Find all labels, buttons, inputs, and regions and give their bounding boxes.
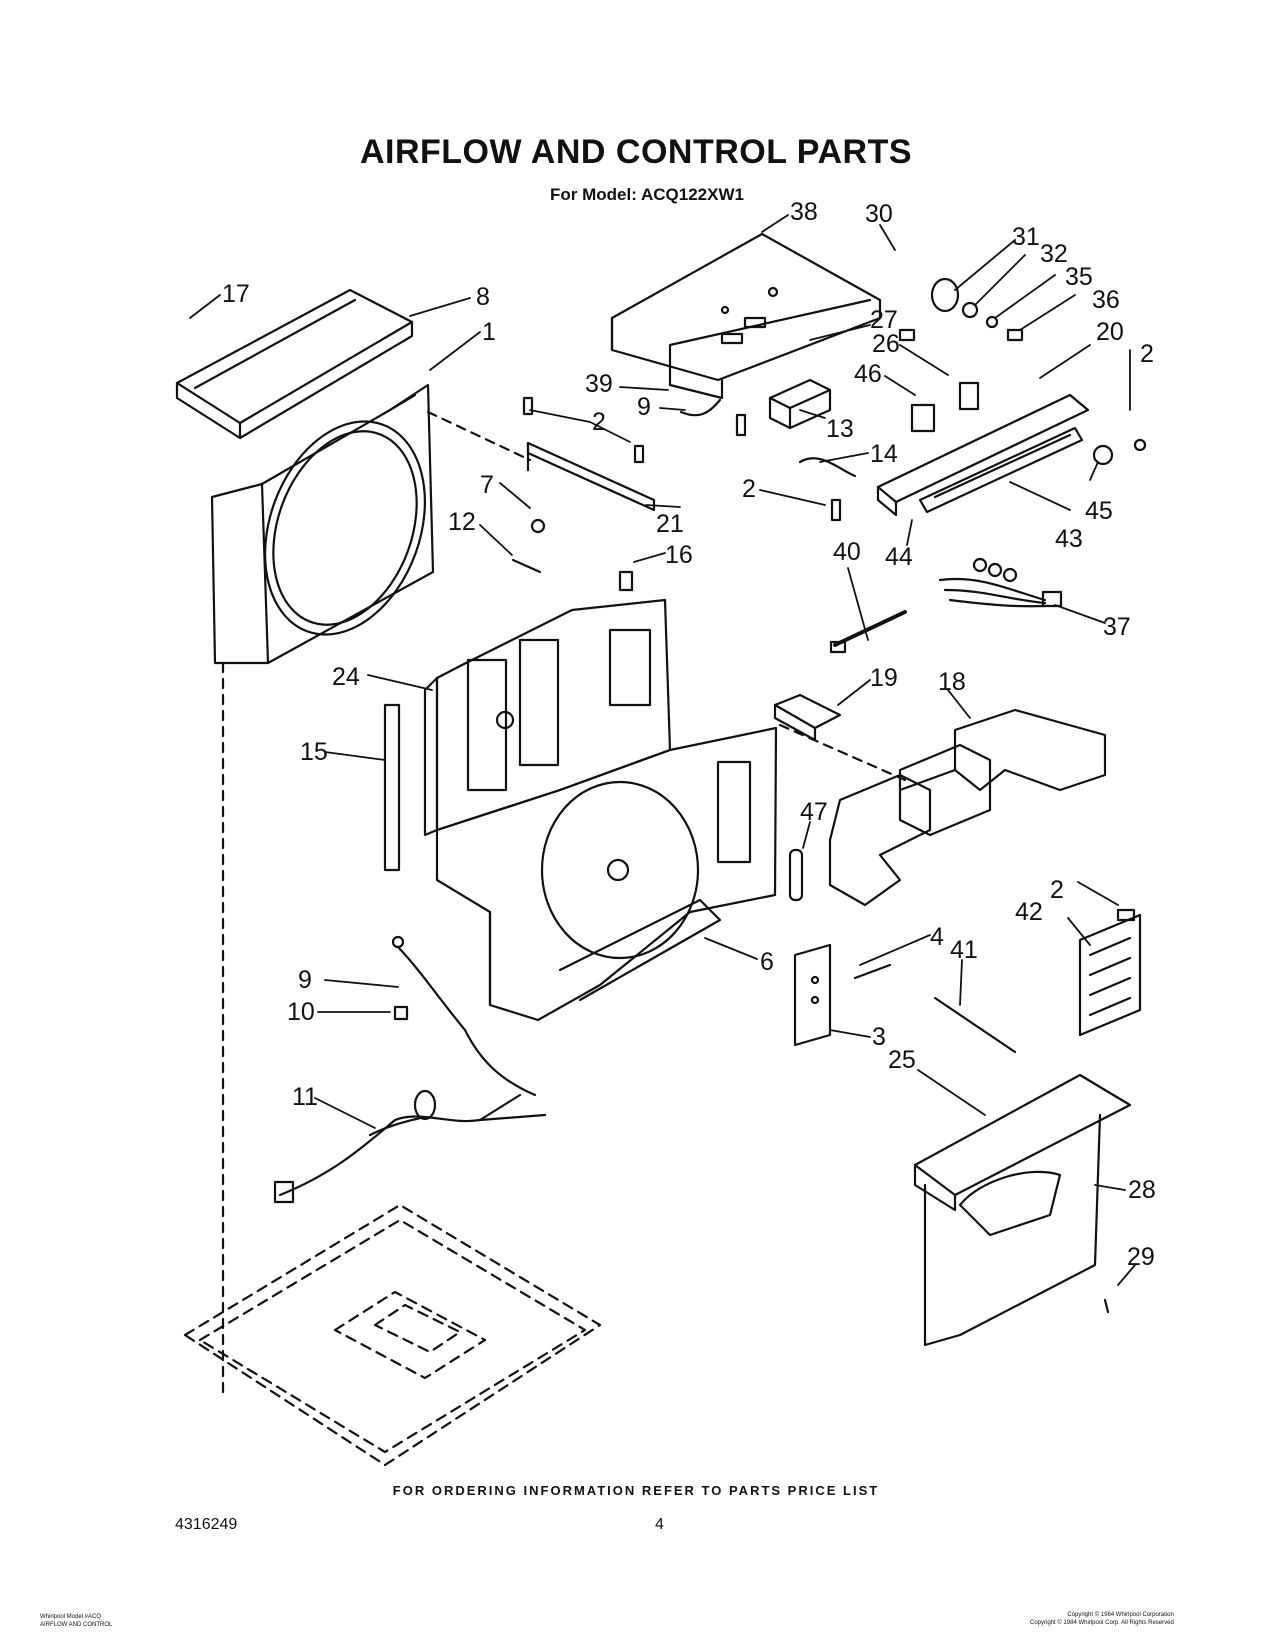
part-air-duct <box>828 708 1107 907</box>
model-line: For Model: ACQ122XW1 <box>550 185 744 204</box>
page-number: 4 <box>655 1516 664 1533</box>
callout-45: 45 <box>1085 497 1113 525</box>
part-screw-7 <box>530 518 546 534</box>
part-screw-2b <box>830 498 842 522</box>
callout-41: 41 <box>950 936 978 964</box>
part-fan-shroud <box>210 383 435 665</box>
callout-27: 27 <box>870 306 898 334</box>
part-damper <box>1078 908 1142 1037</box>
footer-copyright-line-1: Copyright © 1984 Whirlpool Corporation <box>1067 1612 1174 1618</box>
part-screw-2 <box>735 413 747 437</box>
callout-19: 19 <box>870 664 898 692</box>
part-tie-40 <box>833 610 907 647</box>
callout-1: 1 <box>482 318 496 346</box>
callout-46: 46 <box>854 360 882 388</box>
callout-9-upper: 9 <box>637 393 651 421</box>
callout-6: 6 <box>760 948 774 976</box>
callout-31: 31 <box>1012 223 1040 251</box>
callout-40: 40 <box>833 538 861 566</box>
callout-18: 18 <box>938 668 966 696</box>
callout-8: 8 <box>476 283 490 311</box>
part-gasket <box>383 703 401 872</box>
part-harness <box>938 557 1063 608</box>
part-rod <box>933 996 1017 1054</box>
callout-3: 3 <box>872 1023 886 1051</box>
part-capacitor <box>768 378 832 430</box>
callout-14: 14 <box>870 440 898 468</box>
callout-20: 20 <box>1096 318 1124 346</box>
part-seal <box>788 848 804 902</box>
callout-30: 30 <box>865 200 893 228</box>
part-blower-housing <box>435 726 778 1022</box>
callout-24: 24 <box>332 663 360 691</box>
callout-37: 37 <box>1103 613 1131 641</box>
callout-labels: 38 30 31 32 35 36 17 8 1 27 26 20 2 39 9… <box>222 198 1156 1271</box>
leader-lines <box>189 214 1136 1286</box>
part-bracket-21 <box>522 396 656 512</box>
callout-38: 38 <box>790 198 818 226</box>
callout-2-top-right: 2 <box>1140 340 1154 368</box>
part-base-pan <box>183 1203 602 1467</box>
part-knob-stack <box>898 277 1024 342</box>
callout-39: 39 <box>585 370 613 398</box>
part-clip-12 <box>511 558 542 574</box>
part-clip-19 <box>773 693 842 742</box>
callout-12: 12 <box>448 508 476 536</box>
callout-44: 44 <box>885 543 913 571</box>
callout-16: 16 <box>665 541 693 569</box>
ordering-note: FOR ORDERING INFORMATION REFER TO PARTS … <box>392 1483 880 1498</box>
page-title: AIRFLOW AND CONTROL PARTS <box>359 133 913 171</box>
callout-28: 28 <box>1128 1176 1156 1204</box>
callout-2-right: 2 <box>1050 876 1064 904</box>
callout-4: 4 <box>930 923 944 951</box>
callout-47: 47 <box>800 798 828 826</box>
footer-model-reference: Whirlpool Model #ACQ AIRFLOW AND CONTROL <box>40 1613 112 1629</box>
part-power-cord <box>273 935 547 1204</box>
footer-copyright: Copyright © 1984 Whirlpool Corporation C… <box>1030 1611 1174 1627</box>
callout-11: 11 <box>292 1083 318 1111</box>
part-control-bracket <box>610 232 882 400</box>
callout-42: 42 <box>1015 898 1043 926</box>
callout-21: 21 <box>656 510 684 538</box>
part-wire-14 <box>798 457 857 478</box>
callout-29: 29 <box>1127 1243 1155 1271</box>
part-partition <box>423 570 672 837</box>
callout-13: 13 <box>826 415 854 443</box>
part-screw-29 <box>1103 1298 1110 1314</box>
part-top-channel <box>175 288 414 440</box>
part-wire-9-upper <box>679 398 722 417</box>
part-bracket-3 <box>793 943 892 1047</box>
callout-2-mid: 2 <box>592 408 606 436</box>
callout-17: 17 <box>222 280 250 308</box>
callout-26: 26 <box>872 330 900 358</box>
callout-15: 15 <box>300 738 328 766</box>
callout-32: 32 <box>1040 240 1068 268</box>
callout-43: 43 <box>1055 525 1083 553</box>
callout-9-lower: 9 <box>298 966 312 994</box>
callout-10: 10 <box>287 998 315 1026</box>
callout-36: 36 <box>1092 286 1120 314</box>
part-front-grille <box>913 1073 1132 1347</box>
part-relay <box>910 381 980 433</box>
callout-7: 7 <box>480 471 494 499</box>
footer-copyright-line-2: Copyright © 1984 Whirlpool Corp. All Rig… <box>1030 1620 1174 1626</box>
callout-2-lower: 2 <box>742 475 756 503</box>
document-number: 4316249 <box>175 1516 238 1533</box>
footer-model-line-2: AIRFLOW AND CONTROL <box>40 1622 113 1628</box>
callout-25: 25 <box>888 1046 916 1074</box>
part-control-panel <box>876 393 1147 517</box>
footer-model-line-1: Whirlpool Model #ACQ <box>40 1614 102 1620</box>
callout-35: 35 <box>1065 263 1093 291</box>
